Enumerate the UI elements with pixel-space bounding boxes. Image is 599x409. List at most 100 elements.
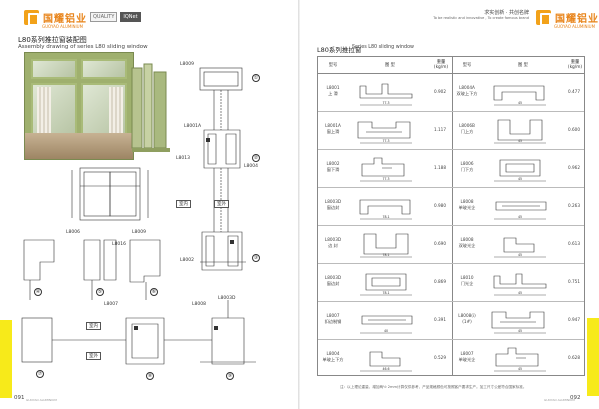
- brand-name-en: GUOYAO ALUMINIUM: [42, 24, 84, 29]
- profile-figure: 77.3: [359, 83, 413, 106]
- callout-9: ⑨: [226, 372, 234, 380]
- profile-weight: 0.529: [434, 355, 446, 360]
- label-l8004: L8004: [244, 164, 258, 169]
- assembly-drawings: [21, 67, 256, 365]
- profile-dimension: 40: [384, 329, 388, 333]
- page-gutter: [298, 0, 301, 409]
- callout-6: ⑥: [150, 288, 158, 296]
- tag-indoor-1: 室内: [176, 200, 191, 208]
- right-header-brand: 国耀铝业: [536, 8, 599, 26]
- profile-dimension: 78.1: [382, 291, 389, 295]
- page-subtitle: Assembly drawing of series L80 sliding w…: [18, 44, 148, 50]
- profile-figure: 45: [494, 159, 546, 182]
- slogan-cn: 求实创新 · 共创名牌: [484, 10, 529, 16]
- profile-weight: 1.188: [434, 165, 446, 170]
- table-title: L80系列推拉窗: [317, 46, 362, 54]
- left-header-brand: 国耀铝业 QUALITY IQNet: [24, 8, 141, 26]
- header-weight-unit: (kg/m): [433, 65, 449, 70]
- label-l8013: L8013: [176, 156, 190, 161]
- profile-weight: 0.902: [434, 89, 446, 94]
- header-weight: 重量: [436, 60, 446, 65]
- profile-weight: 0.628: [568, 355, 580, 360]
- callout-8: ⑧: [146, 372, 154, 380]
- profile-figure: 46.6: [360, 351, 412, 372]
- callout-7: ⑦: [36, 370, 44, 378]
- cert-badge-iqnet: IQNet: [120, 12, 141, 22]
- label-l8009: L8009: [180, 62, 194, 67]
- brand-logo-icon-right: [536, 9, 551, 26]
- header-figure-2: 图 型: [518, 63, 528, 68]
- profile-dimension: 45: [518, 215, 522, 219]
- label-l8003d: L8003D: [218, 296, 236, 301]
- page-number-right: 092: [570, 395, 581, 401]
- profile-figure: 78.1: [359, 199, 412, 220]
- callout-2: ②: [252, 154, 260, 162]
- label-l8001a: L8001A: [184, 124, 202, 129]
- brand-name: 国耀铝业: [43, 13, 87, 25]
- footnote: 注：以上理论重量，增加两½ 2mm计算仅供参考，产品规格颜色可按照客户要求生产。…: [340, 385, 527, 389]
- window-photo: [24, 52, 134, 160]
- profile-dimension: 46.6: [382, 367, 389, 371]
- callout-4: ④: [34, 288, 42, 296]
- header-figure: 图 型: [385, 63, 395, 68]
- callout-3: ③: [252, 254, 260, 262]
- brand-name-en-right: GUOYAO ALUMINIUM: [554, 24, 596, 29]
- profile-figure: 45: [494, 201, 547, 220]
- footer-brand-right: GUOYAO ALUMINIUM: [544, 397, 575, 402]
- profile-dimension: 77.3: [382, 101, 389, 105]
- cert-badge-quality: QUALITY: [90, 12, 118, 22]
- profile-figure: 45: [494, 119, 546, 144]
- label-l8002: L8002: [180, 258, 194, 263]
- profile-figure: 40: [360, 315, 413, 334]
- profile-weight: 0.751: [568, 279, 580, 284]
- header-code: 型号: [328, 63, 338, 68]
- brand-logo-icon: [24, 9, 39, 26]
- profile-dimension: 45: [518, 177, 522, 181]
- profile-dimension: 77.3: [382, 139, 389, 143]
- brand-name-right: 国耀铝业: [555, 13, 599, 25]
- label-l8008: L8008: [192, 302, 206, 307]
- tag-indoor-2: 室内: [86, 322, 101, 330]
- profile-dimension: 45: [518, 329, 522, 333]
- profile-weight: 0.477: [568, 89, 580, 94]
- right-page: 求实创新 · 共创名牌 To be realistic and innovati…: [300, 0, 599, 409]
- page-title: L80系列推拉窗装配图: [18, 36, 87, 44]
- profile-dimension: 45: [518, 253, 522, 257]
- profile-dimension: 77.3: [382, 177, 389, 181]
- callout-5: ⑤: [96, 288, 104, 296]
- profile-weight: 0.263: [568, 203, 580, 208]
- profile-dimension: 45: [518, 101, 522, 105]
- table-subtitle: Series L80 sliding window: [352, 45, 414, 50]
- slogan-en: To be realistic and innovative , To crea…: [433, 16, 529, 20]
- profile-dimension: 78.1: [382, 253, 389, 257]
- profile-figure: 45: [494, 237, 546, 258]
- page-number-left: 091: [14, 395, 25, 401]
- profile-weight: 0.690: [434, 241, 446, 246]
- profile-dimension: 45: [518, 291, 522, 295]
- profile-weight: 0.391: [434, 317, 446, 322]
- profile-weight: 0.947: [568, 317, 580, 322]
- header-weight-unit-2: (kg/m): [567, 65, 583, 70]
- label-l8009-b: L8009: [132, 230, 146, 235]
- slogan-block: 求实创新 · 共创名牌 To be realistic and innovati…: [399, 9, 529, 20]
- label-l8007: L8007: [104, 302, 118, 307]
- profile-figure: 77.3: [360, 157, 412, 182]
- profile-figure: 78.1: [360, 233, 412, 258]
- label-l8006: L8006: [66, 230, 80, 235]
- tag-outdoor-2: 室外: [86, 352, 101, 360]
- footer-brand-left: GUOYAO ALUMINIUM: [26, 397, 57, 402]
